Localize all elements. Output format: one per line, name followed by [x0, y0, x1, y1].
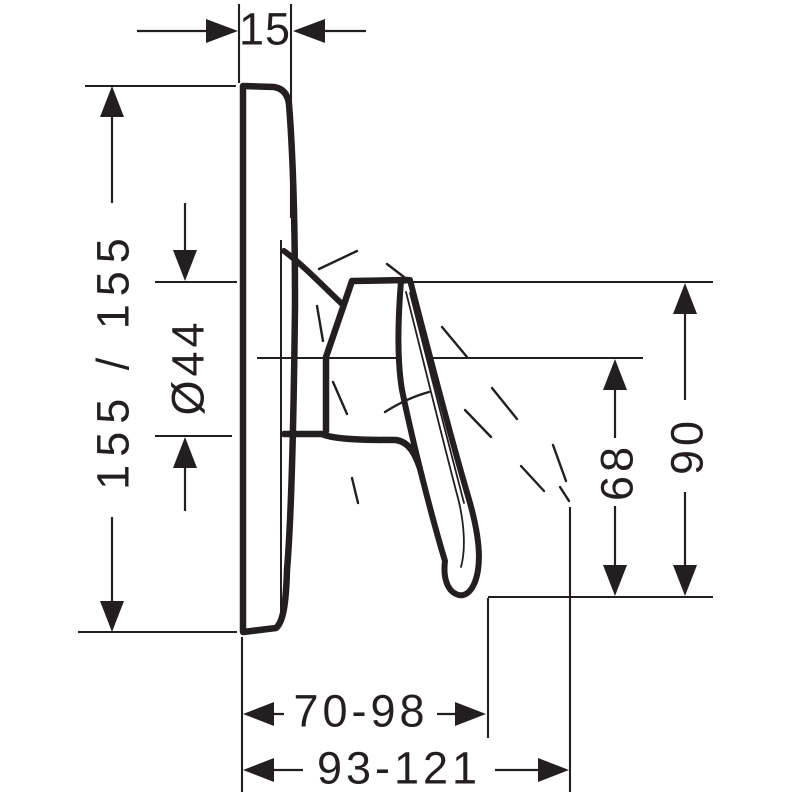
dimension-arrowheads	[100, 19, 697, 782]
arrowhead	[603, 359, 627, 390]
arrowhead	[455, 702, 486, 726]
extension-lines	[78, 4, 713, 792]
arrowhead	[173, 437, 197, 468]
arrowhead	[603, 565, 627, 596]
dimension-label-handle-height: 90	[661, 416, 713, 476]
handle-swing-ghost-marks	[315, 249, 571, 505]
arrowhead	[538, 758, 569, 782]
handle-cap-outline	[322, 276, 412, 435]
dimension-lines	[110, 29, 687, 772]
dimension-label-projection-max: 93-121	[316, 742, 482, 794]
valve-sleeve-top-edge	[281, 248, 345, 307]
handle-lever	[395, 277, 482, 599]
arrowhead	[673, 565, 697, 596]
arrowhead	[206, 19, 238, 43]
arrowhead	[100, 601, 124, 632]
dimension-label-plate-size: 155 / 155	[87, 230, 139, 490]
dimension-label-projection-min: 70-98	[293, 685, 429, 737]
arrowhead	[100, 86, 124, 117]
dimension-label-plate-thickness: 15	[238, 3, 292, 55]
arrowhead	[293, 19, 325, 43]
arrowhead	[243, 702, 274, 726]
arrowhead	[243, 758, 274, 782]
lever-highlight-lines	[405, 291, 465, 568]
dimension-label-below-center: 68	[591, 442, 643, 502]
dimension-label-sleeve-diameter: Ø44	[162, 318, 214, 416]
arrowhead	[173, 250, 197, 281]
arrowhead	[673, 283, 697, 314]
